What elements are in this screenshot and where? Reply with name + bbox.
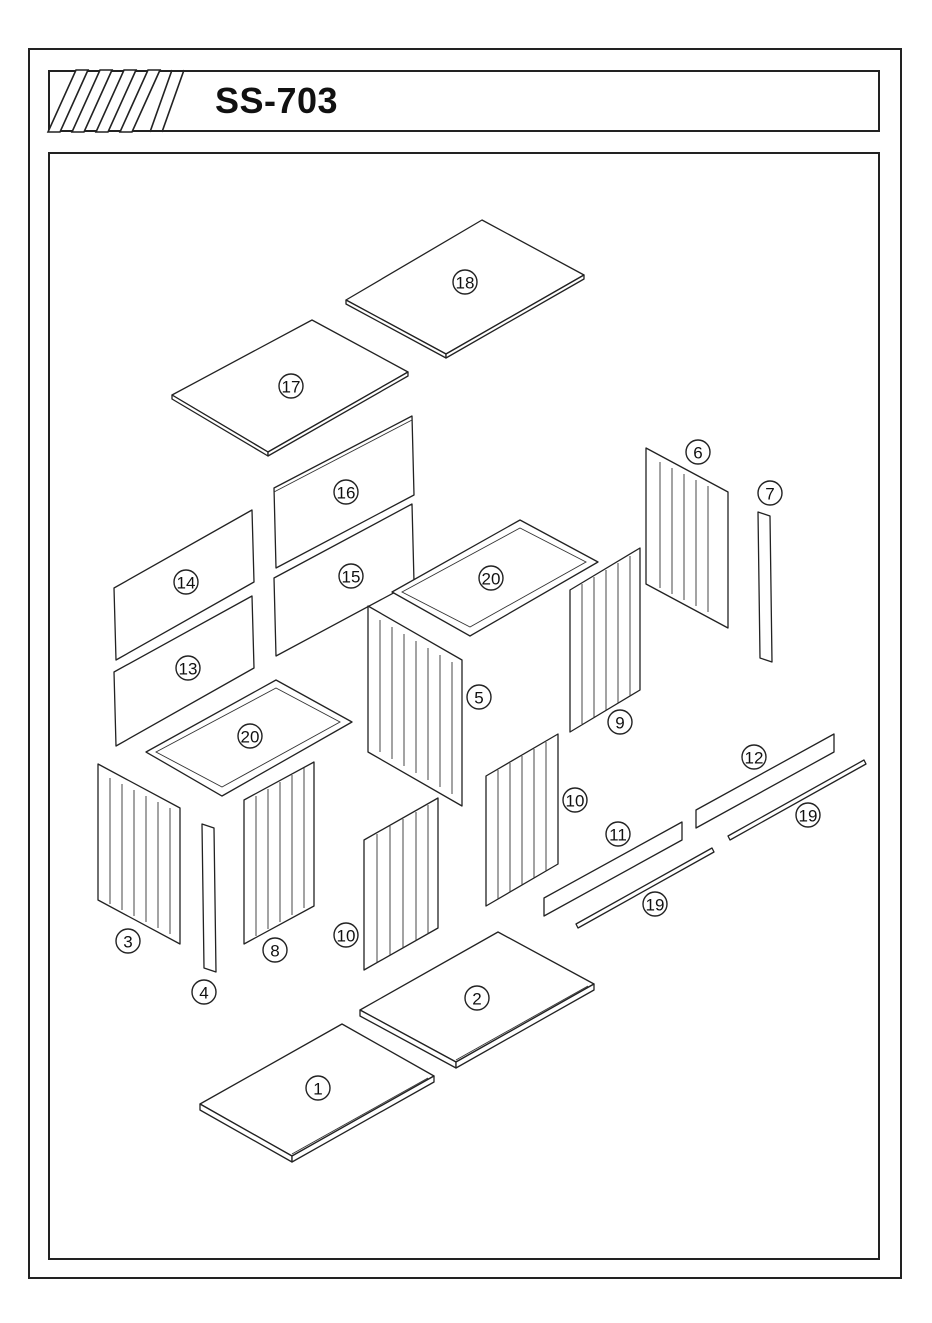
part-label-20-lower: 20 xyxy=(238,724,262,748)
svg-text:16: 16 xyxy=(337,484,356,503)
svg-text:20: 20 xyxy=(482,570,501,589)
slatted-panel-3 xyxy=(98,764,180,944)
svg-text:5: 5 xyxy=(474,689,483,708)
part-label-15: 15 xyxy=(339,564,363,588)
part-label-6: 6 xyxy=(686,440,710,464)
part-label-14: 14 xyxy=(174,570,198,594)
svg-text:18: 18 xyxy=(456,274,475,293)
svg-text:12: 12 xyxy=(745,749,764,768)
part-label-19-upper: 19 xyxy=(796,803,820,827)
slatted-panel-6 xyxy=(646,448,728,628)
part-label-7: 7 xyxy=(758,481,782,505)
part-label-18: 18 xyxy=(453,270,477,294)
part-label-1: 1 xyxy=(306,1076,330,1100)
part-label-5: 5 xyxy=(467,685,491,709)
part-label-20-upper: 20 xyxy=(479,566,503,590)
slatted-panel-10-left xyxy=(364,798,438,970)
slatted-panel-8 xyxy=(244,762,314,944)
svg-text:11: 11 xyxy=(609,826,627,845)
svg-text:20: 20 xyxy=(241,728,260,747)
part-label-2: 2 xyxy=(465,986,489,1010)
svg-text:13: 13 xyxy=(179,660,198,679)
svg-text:15: 15 xyxy=(342,568,361,587)
svg-text:3: 3 xyxy=(123,933,132,952)
slatted-panel-9 xyxy=(570,548,640,732)
part-label-10-right: 10 xyxy=(563,788,587,812)
svg-text:1: 1 xyxy=(313,1080,322,1099)
svg-text:14: 14 xyxy=(177,574,196,593)
svg-text:17: 17 xyxy=(282,378,301,397)
slatted-panel-5 xyxy=(368,606,462,806)
svg-text:19: 19 xyxy=(799,807,818,826)
part-label-13: 13 xyxy=(176,656,200,680)
slatted-panel-10-right xyxy=(486,734,558,906)
svg-text:6: 6 xyxy=(693,444,702,463)
svg-text:8: 8 xyxy=(270,942,279,961)
post-7 xyxy=(758,512,772,662)
part-label-10-left: 10 xyxy=(334,923,358,947)
part-label-11: 11 xyxy=(606,822,630,846)
part-label-3: 3 xyxy=(116,929,140,953)
post-4 xyxy=(202,824,216,972)
part-label-12: 12 xyxy=(742,745,766,769)
svg-text:9: 9 xyxy=(615,714,624,733)
part-label-16: 16 xyxy=(334,480,358,504)
svg-text:10: 10 xyxy=(337,927,356,946)
svg-text:19: 19 xyxy=(646,896,665,915)
part-label-19-lower: 19 xyxy=(643,892,667,916)
svg-text:4: 4 xyxy=(199,984,208,1003)
svg-text:2: 2 xyxy=(472,990,481,1009)
svg-text:7: 7 xyxy=(765,485,774,504)
svg-text:10: 10 xyxy=(566,792,585,811)
part-label-8: 8 xyxy=(263,938,287,962)
part-label-4: 4 xyxy=(192,980,216,1004)
part-label-9: 9 xyxy=(608,710,632,734)
part-label-17: 17 xyxy=(279,374,303,398)
